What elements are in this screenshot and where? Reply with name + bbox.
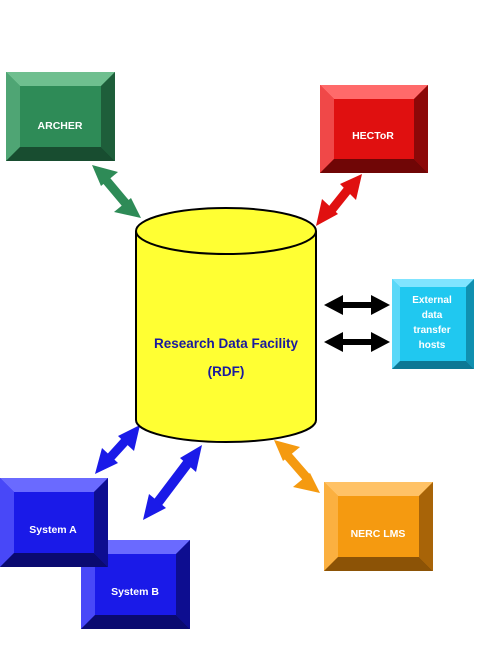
arrow-rdf-external-2	[324, 332, 390, 352]
arrow-archer-rdf	[92, 165, 141, 218]
nerc-lms-box: NERC LMS	[324, 482, 433, 571]
external-label-line-3: transfer	[413, 325, 450, 336]
hector-box: HECToR	[320, 85, 428, 173]
system-a-box: System A	[0, 478, 108, 567]
rdf-abbrev: (RDF)	[208, 364, 245, 379]
system-b-label: System B	[111, 586, 159, 598]
nerc-label: NERC LMS	[351, 528, 406, 540]
arrow-rdf-external-1	[324, 295, 390, 315]
arrow-rdf-system-a	[95, 425, 140, 474]
arrow-hector-rdf	[316, 174, 362, 226]
archer-box: ARCHER	[6, 72, 115, 161]
hector-label: HECToR	[352, 130, 394, 142]
external-label-line-1: External	[412, 295, 452, 306]
external-hosts-box: External data transfer hosts	[392, 279, 474, 369]
rdf-cylinder: Research Data Facility (RDF)	[135, 207, 317, 443]
arrow-rdf-system-b	[143, 445, 202, 520]
arrow-rdf-nerc	[274, 440, 320, 493]
external-label-line-2: data	[422, 310, 443, 321]
rdf-title: Research Data Facility	[154, 336, 299, 351]
system-a-label: System A	[29, 524, 77, 536]
external-label-line-4: hosts	[419, 340, 446, 351]
archer-label: ARCHER	[38, 120, 83, 132]
system-b-box: System B	[81, 540, 190, 629]
